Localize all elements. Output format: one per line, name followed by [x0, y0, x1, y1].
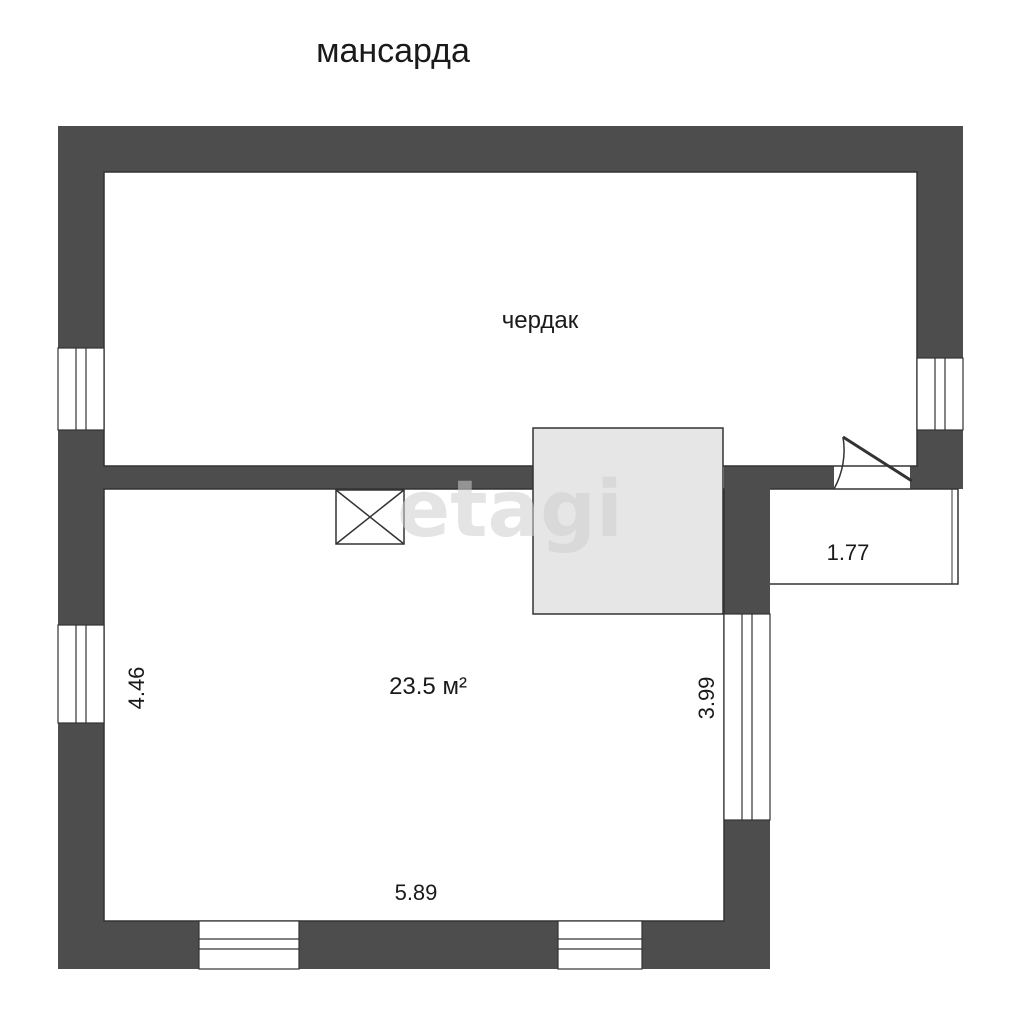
dimension-right: 3.99 [694, 677, 719, 720]
wall-door-jamb [910, 466, 963, 489]
partition-wall-right [724, 466, 834, 489]
roof-hatch-icon [335, 489, 405, 545]
window-right-upper-icon [916, 357, 964, 431]
wall-left [58, 126, 104, 969]
dimension-side-bay: 1.77 [827, 540, 870, 565]
side-bay [770, 488, 959, 585]
window-right-lower-icon [723, 613, 771, 821]
partition-wall [104, 466, 594, 489]
floor-title: мансарда [316, 32, 470, 70]
staircase [532, 427, 724, 615]
window-bottom-right-icon [557, 920, 643, 970]
watermark: etagi [397, 465, 622, 555]
windows [57, 347, 964, 970]
wall-top [58, 126, 963, 172]
dimension-bottom: 5.89 [395, 880, 438, 905]
door-icon [833, 435, 913, 490]
window-left-upper-icon [57, 347, 105, 431]
window-bottom-left-icon [198, 920, 300, 970]
dimension-left: 4.46 [124, 667, 149, 710]
window-left-lower-icon [57, 624, 105, 724]
wall-bottom [58, 921, 770, 969]
attic-label: чердак [502, 307, 579, 334]
main-room-area: 23.5 м² [389, 673, 467, 700]
wall-right-upper [917, 126, 963, 488]
